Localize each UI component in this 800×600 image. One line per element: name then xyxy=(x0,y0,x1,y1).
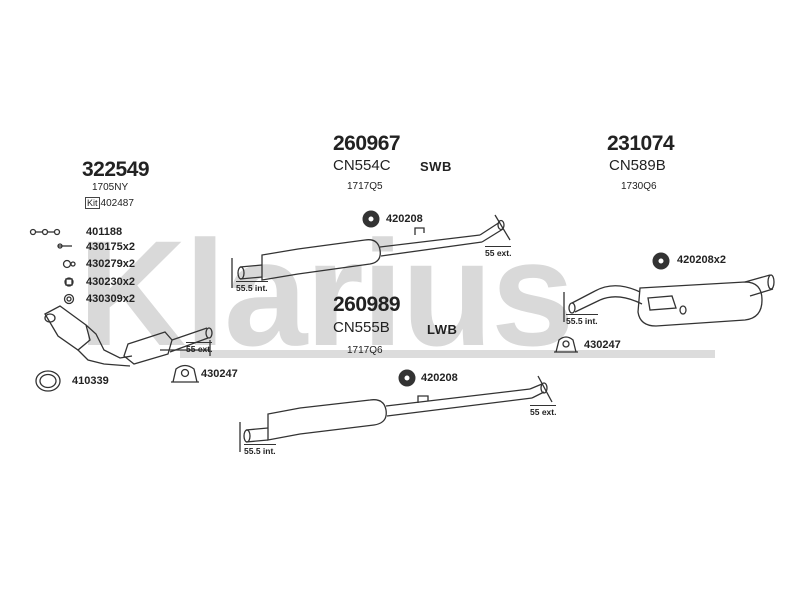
lwb-mount-icon xyxy=(398,369,416,387)
swb-centre-section xyxy=(231,214,511,288)
swb-outlet-dimension: 55 ext. xyxy=(485,246,512,258)
swb-mount-icon xyxy=(362,210,380,228)
lwb-outlet-dimension: 55 ext. xyxy=(530,405,557,417)
lwb-sub-code: 1717Q6 xyxy=(347,345,383,356)
swb-inlet-dimension: 55.5 int. xyxy=(236,281,268,293)
front-assembly-code: 1705NY xyxy=(92,182,129,193)
kit-part-1: 401188 xyxy=(86,226,123,238)
rear-mount-bottom-label: 430247 xyxy=(584,339,621,351)
lwb-assembly-number: 260989 xyxy=(333,293,401,316)
kit-number: 402487 xyxy=(100,198,134,209)
rear-silencer-section xyxy=(563,274,775,327)
lwb-centre-section xyxy=(239,375,553,452)
rear-mount-top-icon xyxy=(652,252,670,270)
gasket-ring-icon xyxy=(35,370,61,392)
lwb-inlet-dimension: 55.5 int. xyxy=(244,444,276,456)
front-mount-label: 430247 xyxy=(201,368,238,380)
swb-assembly-code: CN554C xyxy=(333,157,391,174)
rear-mount-bottom-icon xyxy=(554,336,578,353)
rear-assembly-number: 231074 xyxy=(607,132,675,155)
kit-part-3: 430279x2 xyxy=(86,258,135,270)
lwb-variant-label: LWB xyxy=(427,322,458,337)
kit-label: Kit xyxy=(85,197,100,209)
kit-part-2: 430175x2 xyxy=(86,241,135,253)
swb-assembly-number: 260967 xyxy=(333,132,401,155)
kit-part-5: 430309x2 xyxy=(86,293,135,305)
watermark-underline xyxy=(180,350,715,358)
brand-watermark: Klarius xyxy=(78,209,575,377)
swb-mount-label: 420208 xyxy=(386,213,423,225)
swb-variant-label: SWB xyxy=(420,159,452,174)
front-assembly-number: 322549 xyxy=(82,158,150,181)
rear-assembly-code: CN589B xyxy=(609,157,666,174)
lwb-assembly-code: CN555B xyxy=(333,319,390,336)
front-outlet-dimension: 55 ext. xyxy=(186,342,213,354)
front-catalyst-section xyxy=(44,305,213,367)
kit-parts-icons xyxy=(29,228,76,305)
lwb-mount-label: 420208 xyxy=(421,372,458,384)
rear-sub-code: 1730Q6 xyxy=(621,181,657,192)
rear-mount-top-label: 420208x2 xyxy=(677,254,726,266)
kit-part-4: 430230x2 xyxy=(86,276,135,288)
gasket-label: 410339 xyxy=(72,375,109,387)
rear-inlet-dimension: 55.5 int. xyxy=(566,314,598,326)
swb-sub-code: 1717Q5 xyxy=(347,181,383,192)
front-mount-icon xyxy=(171,364,199,383)
